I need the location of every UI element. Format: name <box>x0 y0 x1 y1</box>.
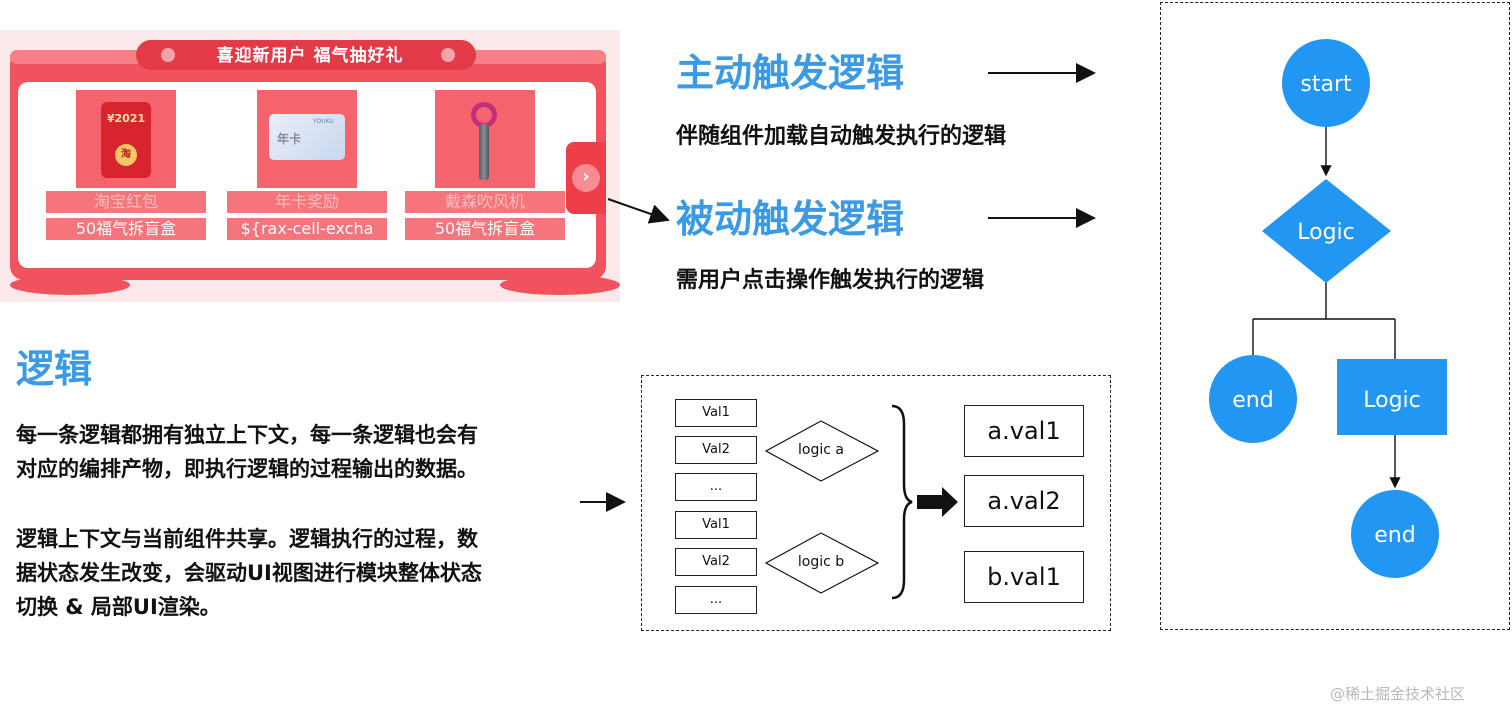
taobao-seal: 淘 <box>115 144 137 166</box>
paragraph-line: 每一条逻辑都拥有独立上下文，每一条逻辑也会有 <box>16 423 478 447</box>
next-button[interactable]: › <box>566 142 606 214</box>
annual-card-image: YOUKU 年卡 <box>257 90 357 188</box>
envelope-amount: ¥2021 <box>106 112 146 125</box>
process-label: Logic <box>1363 388 1421 413</box>
paragraph-line: 对应的编排产物，即执行逻辑的过程输出的数据。 <box>16 457 478 481</box>
logic-a-diamond <box>764 420 880 482</box>
flowchart: start Logic end Logic end <box>1209 39 1447 578</box>
paragraph-line: 据状态发生改变，会驱动UI视图进行模块整体状态 <box>16 561 482 585</box>
value-box: Val1 <box>675 511 757 539</box>
logic-paragraph-1: 每一条逻辑都拥有独立上下文，每一条逻辑也会有 对应的编排产物，即执行逻辑的过程输… <box>16 418 478 486</box>
logic-data-diagram: Val1 Val2 ... Val1 Val2 ... logic a logi… <box>641 375 1111 631</box>
start-label: start <box>1300 72 1352 97</box>
red-envelope-icon: ¥2021 淘 <box>101 102 151 178</box>
value-box: Val1 <box>675 399 757 427</box>
red-envelope-image: ¥2021 淘 <box>76 90 176 188</box>
membership-card-icon: YOUKU 年卡 <box>269 114 345 160</box>
arrow-right-icon <box>607 198 670 224</box>
decision-node <box>1262 179 1391 283</box>
passive-trigger-desc: 需用户点击操作触发执行的逻辑 <box>676 268 985 293</box>
logic-a-label: logic a <box>798 442 844 458</box>
value-box: Val2 <box>675 548 757 576</box>
prize-cost-button[interactable]: 50福气拆盲盒 <box>46 218 206 240</box>
logic-paragraph-2: 逻辑上下文与当前组件共享。逻辑执行的过程，数 据状态发生改变，会驱动UI视图进行… <box>16 522 482 624</box>
card-brand: YOUKU <box>313 118 334 125</box>
result-box: a.val1 <box>964 405 1084 457</box>
banner-title: 喜迎新用户 福气抽好礼 <box>216 46 404 66</box>
chevron-right-icon: › <box>572 164 600 192</box>
passive-trigger-title: 被动触发逻辑 <box>676 197 905 241</box>
result-box: b.val1 <box>964 551 1084 603</box>
logic-b-label: logic b <box>797 554 845 570</box>
paragraph-line: 逻辑上下文与当前组件共享。逻辑执行的过程，数 <box>16 527 478 551</box>
thick-arrow-icon <box>917 487 958 517</box>
process-node <box>1337 359 1447 435</box>
prize-label: 年卡奖励 <box>227 191 387 213</box>
end-bottom-label: end <box>1374 523 1415 548</box>
prize-label: 戴森吹风机 <box>405 191 565 213</box>
result-box: a.val2 <box>964 475 1084 527</box>
prize-label: 淘宝红包 <box>46 191 206 213</box>
flowchart-panel: start Logic end Logic end <box>1160 2 1510 630</box>
value-box: Val2 <box>675 436 757 464</box>
logic-b-diamond <box>764 532 880 594</box>
watermark: @稀土掘金技术社区 <box>1330 685 1466 703</box>
end-node-left <box>1209 355 1297 443</box>
logic-section-title: 逻辑 <box>16 347 93 391</box>
diagram-shapes <box>764 404 958 600</box>
hair-dryer-handle <box>479 124 489 180</box>
paragraph-line: 切换 & 局部UI渲染。 <box>16 595 221 619</box>
active-trigger-title: 主动触发逻辑 <box>676 51 905 95</box>
value-box: ... <box>675 586 757 614</box>
end-node-bottom <box>1351 490 1439 578</box>
decision-label: Logic <box>1297 220 1355 245</box>
prize-cost-button[interactable]: 50福气拆盲盒 <box>405 218 565 240</box>
active-trigger-desc: 伴随组件加载自动触发执行的逻辑 <box>676 124 1007 149</box>
start-node <box>1282 39 1370 127</box>
curly-brace-icon <box>891 404 913 600</box>
end-left-label: end <box>1232 388 1273 413</box>
promo-card: 喜迎新用户 福气抽好礼 ¥2021 淘 YOUKU 年卡 淘宝红包 年卡奖励 戴… <box>0 30 620 302</box>
value-box: ... <box>675 473 757 501</box>
card-text: 年卡 <box>277 132 302 146</box>
prize-cost-button[interactable]: ${rax-cell-excha <box>227 218 387 240</box>
hair-dryer-image <box>435 90 535 188</box>
